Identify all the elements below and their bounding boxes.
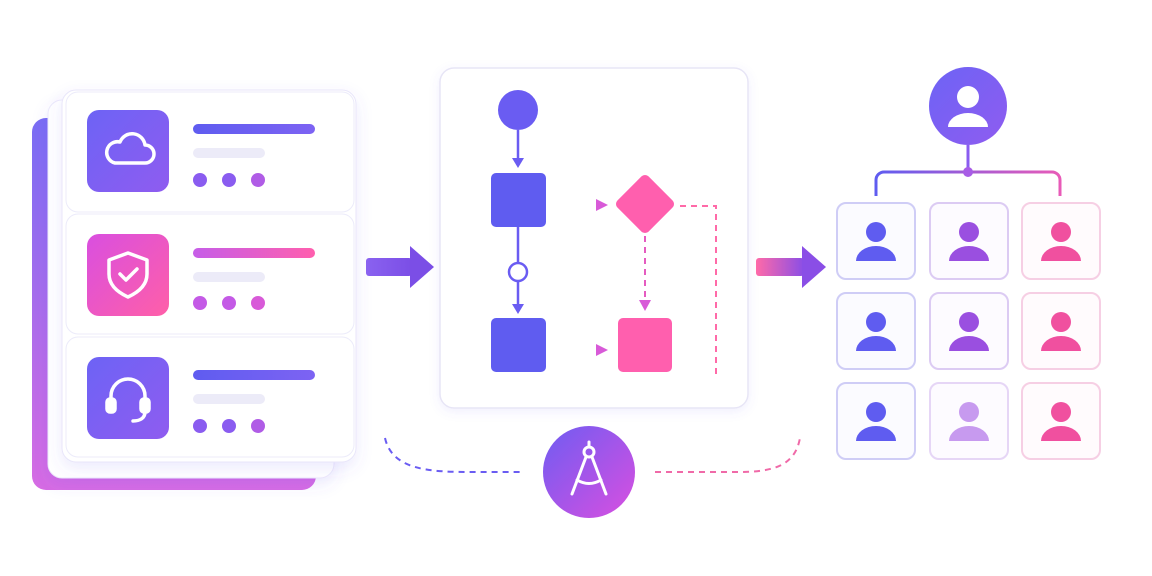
card-subtitle-bar — [193, 272, 265, 282]
right-arrow-1 — [366, 246, 434, 288]
shield-check-icon — [107, 251, 149, 299]
headset-icon-tile — [87, 357, 169, 439]
org-user-card[interactable] — [836, 202, 916, 280]
dashed-branch — [680, 205, 717, 378]
dot-2 — [222, 173, 236, 187]
org-user-grid — [836, 202, 1101, 460]
cloud-icon — [105, 132, 156, 165]
org-junction-dot — [963, 167, 973, 177]
user-icon — [856, 402, 896, 441]
org-user-card[interactable] — [929, 202, 1009, 280]
dot-1 — [193, 296, 207, 310]
arrow-head — [512, 158, 524, 168]
dashed-curve-left — [384, 437, 523, 473]
decision-diamond — [615, 174, 675, 234]
right-arrow-2 — [756, 246, 826, 288]
arrow-head — [596, 199, 608, 211]
org-user-card[interactable] — [1021, 382, 1101, 460]
user-icon — [949, 222, 989, 261]
user-icon — [948, 86, 988, 127]
user-icon — [1041, 222, 1081, 261]
user-icon — [1041, 312, 1081, 351]
start-circle — [498, 90, 538, 130]
user-icon — [856, 312, 896, 351]
dot-2 — [222, 419, 236, 433]
user-icon — [1041, 402, 1081, 441]
arrow-head — [596, 344, 608, 356]
user-icon — [949, 312, 989, 351]
service-card-support[interactable] — [65, 336, 355, 458]
service-card-stack — [32, 89, 357, 490]
org-user-card[interactable] — [1021, 202, 1101, 280]
process-box-2 — [491, 318, 546, 372]
dot-1 — [193, 173, 207, 187]
card-title-bar — [193, 370, 315, 380]
org-user-card[interactable] — [929, 382, 1009, 460]
dot-3 — [251, 173, 265, 187]
org-user-card[interactable] — [836, 292, 916, 370]
org-chart — [836, 67, 1101, 460]
org-user-card[interactable] — [1021, 292, 1101, 370]
user-icon — [856, 222, 896, 261]
flowchart-panel — [439, 67, 749, 409]
compass-badge[interactable] — [543, 426, 635, 518]
service-card-cloud[interactable] — [65, 91, 355, 213]
dashed-curve-right — [655, 437, 801, 473]
card-subtitle-bar — [193, 394, 265, 404]
process-box-1 — [491, 173, 546, 227]
service-card-security[interactable] — [65, 213, 355, 335]
card-title-bar — [193, 124, 315, 134]
drafting-compass-icon — [570, 440, 608, 496]
card-subtitle-bar — [193, 148, 265, 158]
user-icon — [949, 402, 989, 441]
cloud-icon-tile — [87, 110, 169, 192]
connector-circle — [507, 261, 529, 283]
org-user-card[interactable] — [929, 292, 1009, 370]
headset-icon — [105, 377, 151, 423]
org-user-card[interactable] — [836, 382, 916, 460]
process-box-3 — [618, 318, 672, 372]
bottom-connector — [384, 437, 801, 473]
card-title-bar — [193, 248, 315, 258]
arrow-head — [512, 304, 524, 314]
shield-icon-tile — [87, 234, 169, 316]
dot-2 — [222, 296, 236, 310]
arrow-head — [639, 300, 651, 311]
dot-3 — [251, 296, 265, 310]
org-head-user[interactable] — [929, 67, 1007, 145]
dot-1 — [193, 419, 207, 433]
dot-3 — [251, 419, 265, 433]
